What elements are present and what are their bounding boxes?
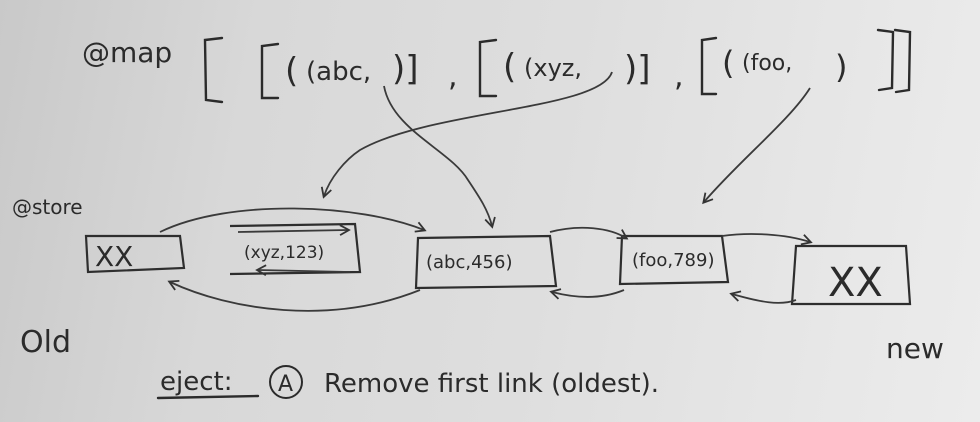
map-entry-3: (foo, <box>742 51 792 76</box>
step-marker-circle <box>269 365 303 399</box>
link-head-to-abc <box>159 207 427 233</box>
separator-1: , <box>448 59 458 94</box>
map-label: @map <box>82 36 172 69</box>
node-box-4 <box>618 234 730 286</box>
arrow-abc-to-node <box>383 85 496 229</box>
link-abc-to-head <box>167 279 421 312</box>
map-entry-1: (abc, <box>306 57 371 87</box>
arrow-foo-to-node <box>702 87 811 205</box>
node-box-2 <box>229 222 362 276</box>
link-foo-to-abc <box>549 288 625 300</box>
separator-2: , <box>674 59 684 94</box>
entry-1-open-bracket <box>260 42 280 100</box>
eject-underline <box>156 394 260 400</box>
node-box-1 <box>84 234 186 274</box>
entry-3-open-bracket <box>700 36 718 96</box>
node-box-5 <box>790 244 912 306</box>
node-5-label: XX <box>828 260 883 306</box>
link-abc-to-foo <box>549 226 629 240</box>
map-close-bracket-2 <box>893 28 912 94</box>
entry-1-close: )] <box>392 49 419 89</box>
entry-3-paren: ( <box>722 44 734 82</box>
map-entry-2: (xyz, <box>524 54 582 82</box>
node-3-label: (abc,456) <box>426 252 512 273</box>
link-xyz-inner <box>237 224 351 236</box>
link-xyz-back <box>255 264 351 276</box>
node-2-label: (xyz,123) <box>244 243 324 263</box>
node-4-label: (foo,789) <box>632 250 715 271</box>
arrow-xyz-to-node <box>320 71 613 199</box>
map-open-bracket <box>203 36 224 104</box>
new-label: new <box>886 332 944 365</box>
eject-step-text: Remove first link (oldest). <box>324 369 659 399</box>
step-marker: A <box>278 372 293 397</box>
eject-label: eject: <box>160 367 232 397</box>
link-foo-to-tail <box>721 233 813 246</box>
entry-2-close: )] <box>624 49 651 89</box>
entry-3-close: ) <box>835 48 847 86</box>
map-close-bracket-1 <box>876 28 895 92</box>
node-1-label: XX <box>95 240 133 273</box>
entry-1-paren: ( <box>285 51 298 91</box>
old-label: Old <box>20 325 71 360</box>
entry-2-paren: ( <box>503 47 516 87</box>
link-tail-to-foo <box>729 290 797 304</box>
node-box-3 <box>414 234 558 290</box>
entry-2-open-bracket <box>478 38 498 98</box>
store-label: @store <box>12 195 83 219</box>
